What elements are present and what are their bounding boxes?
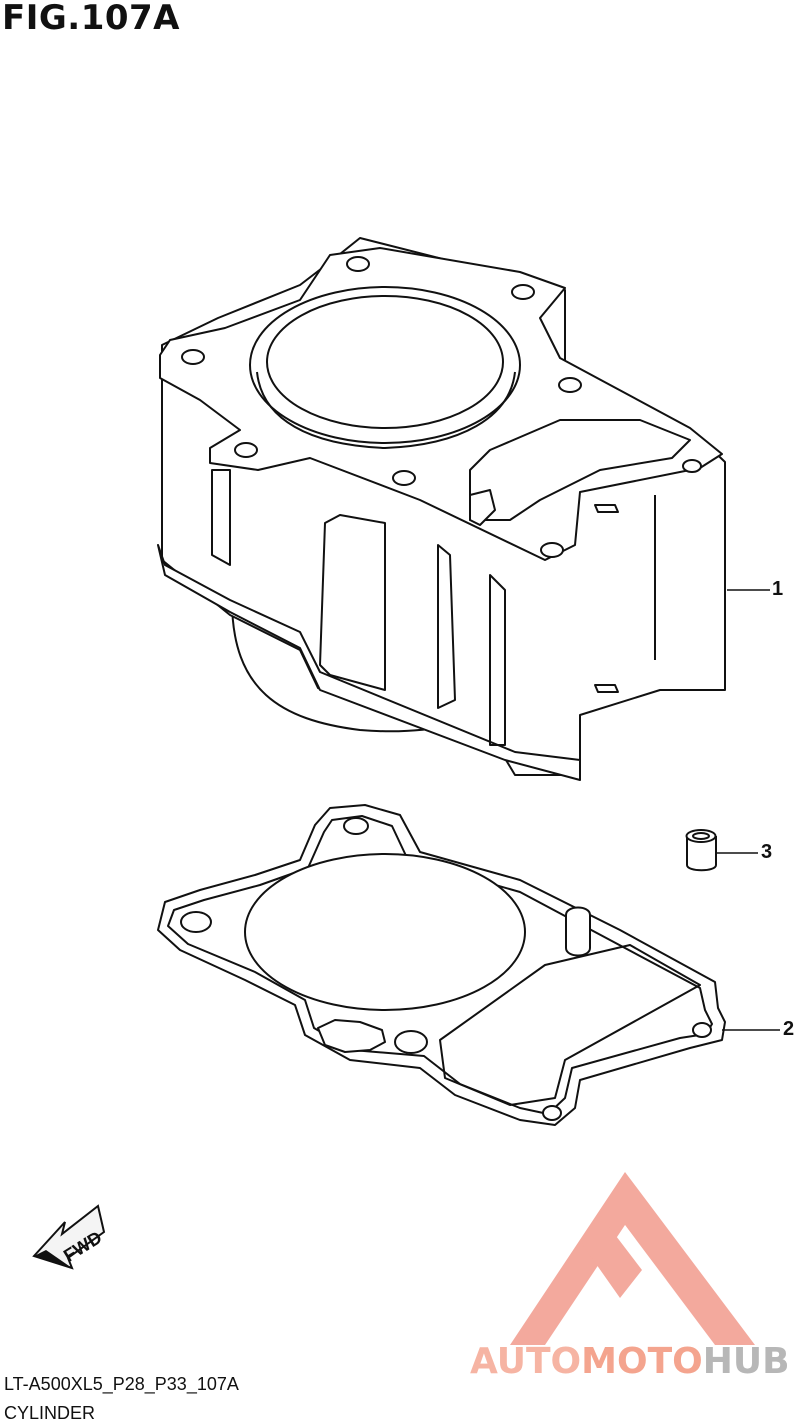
figure-name: CYLINDER: [4, 1403, 96, 1423]
callout-3: 3: [761, 841, 773, 863]
figure-title: FIG.107A: [2, 0, 180, 38]
watermark-moto: MOTO: [581, 1341, 703, 1382]
dowel-pin-part[interactable]: [685, 829, 717, 872]
watermark-hub: HUB: [702, 1341, 790, 1382]
cylinder-gasket-part[interactable]: [157, 804, 726, 1126]
figure-code: LT-A500XL5_P28_P33_107A: [4, 1374, 239, 1394]
callout-2: 2: [783, 1018, 795, 1040]
callout-1: 1: [772, 578, 784, 600]
cylinder-part[interactable]: [157, 237, 726, 781]
watermark-auto: AUTO: [470, 1341, 582, 1382]
watermark-text: AUTOMOTOHUB: [470, 1341, 790, 1382]
fwd-arrow-icon: FWD: [32, 1204, 105, 1270]
watermark-logo: [510, 1172, 755, 1345]
